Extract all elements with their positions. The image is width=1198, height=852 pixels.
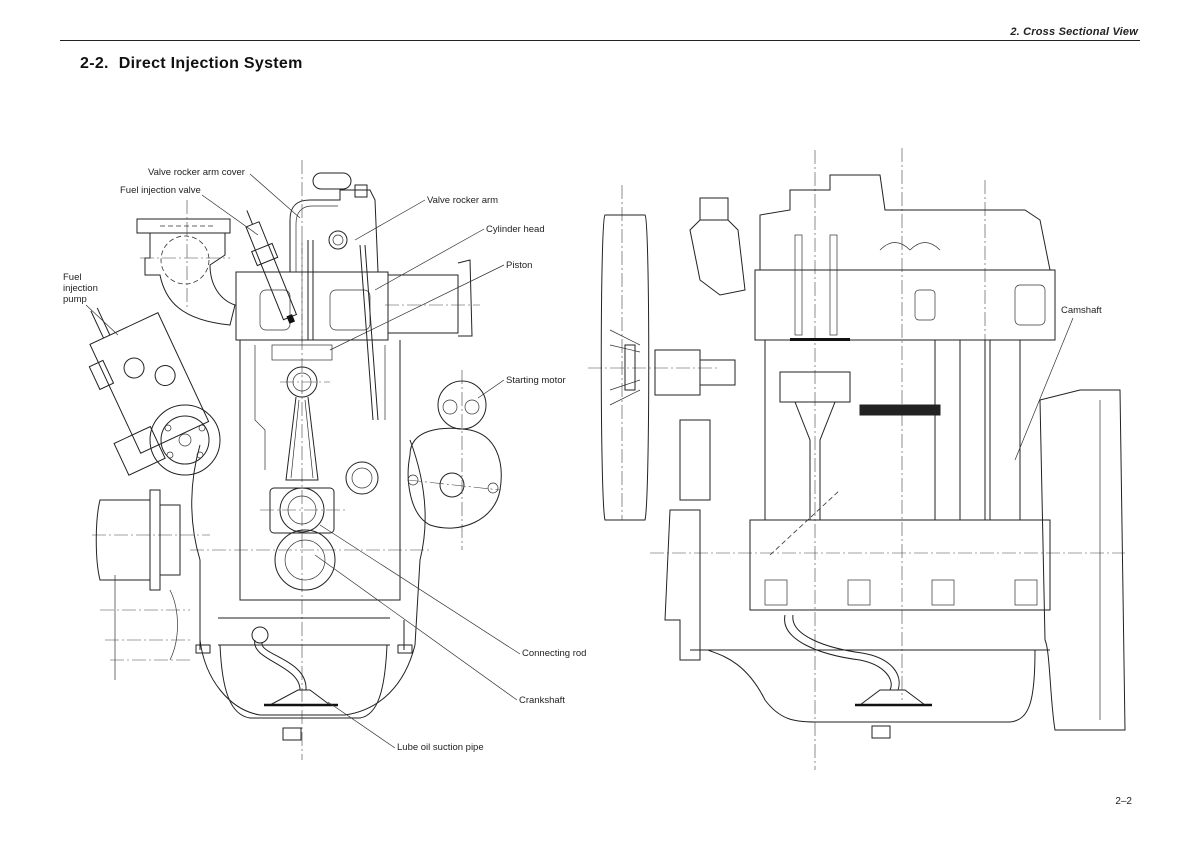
side-crankshaft — [749, 489, 1051, 611]
label-piston: Piston — [506, 260, 532, 271]
crankcase-outline — [191, 439, 426, 716]
label-fuel-injection-pump-line1: Fuel — [63, 272, 81, 283]
cylinder-head — [235, 259, 480, 341]
label-camshaft: Camshaft — [1061, 305, 1102, 316]
valve-train — [301, 240, 379, 421]
header-rule — [60, 40, 1140, 41]
cylinder-block — [239, 340, 401, 601]
cooling-fan — [600, 214, 650, 521]
crank-pulley — [95, 489, 190, 680]
label-crankshaft: Crankshaft — [519, 695, 565, 706]
starting-motor — [407, 370, 502, 550]
label-valve-rocker-arm-cover: Valve rocker arm cover — [148, 167, 245, 178]
label-cylinder-head: Cylinder head — [486, 224, 545, 235]
section-title-text: Direct Injection System — [118, 55, 303, 72]
label-fuel-injection-pump-line2: injection — [63, 283, 98, 294]
page-number: 2–2 — [1115, 796, 1132, 807]
fuel-injection-valve — [245, 210, 298, 324]
fuel-injection-pump — [88, 307, 210, 476]
lube-oil-suction-pipe — [251, 626, 338, 707]
label-valve-rocker-arm: Valve rocker arm — [427, 195, 498, 206]
side-cross-section-figure: Camshaft — [588, 148, 1126, 770]
label-lube-oil-suction-pipe: Lube oil suction pipe — [397, 742, 484, 753]
side-oil-pan — [690, 649, 1050, 739]
side-cylinder-head — [754, 174, 1056, 341]
flywheel-housing — [1039, 389, 1126, 731]
label-fuel-injection-valve: Fuel injection valve — [120, 185, 201, 196]
section-title: 2-2. Direct Injection System — [80, 55, 303, 73]
thermostat-housing — [654, 197, 746, 501]
intake-elbow — [136, 200, 236, 326]
section-number: 2-2. — [80, 55, 109, 72]
running-head: 2. Cross Sectional View — [1010, 26, 1138, 38]
label-fuel-injection-pump-line3: pump — [63, 294, 87, 305]
front-cross-section-figure: Valve rocker arm cover Fuel injection va… — [63, 160, 586, 760]
side-lube-oil-suction-pipe — [784, 614, 932, 707]
oil-pan — [195, 617, 413, 741]
valve-rocker-arm-cover — [289, 172, 379, 273]
label-connecting-rod: Connecting rod — [522, 648, 586, 659]
pump-drive-gear — [149, 404, 221, 476]
label-starting-motor: Starting motor — [506, 375, 566, 386]
front-gear-case — [664, 509, 701, 661]
